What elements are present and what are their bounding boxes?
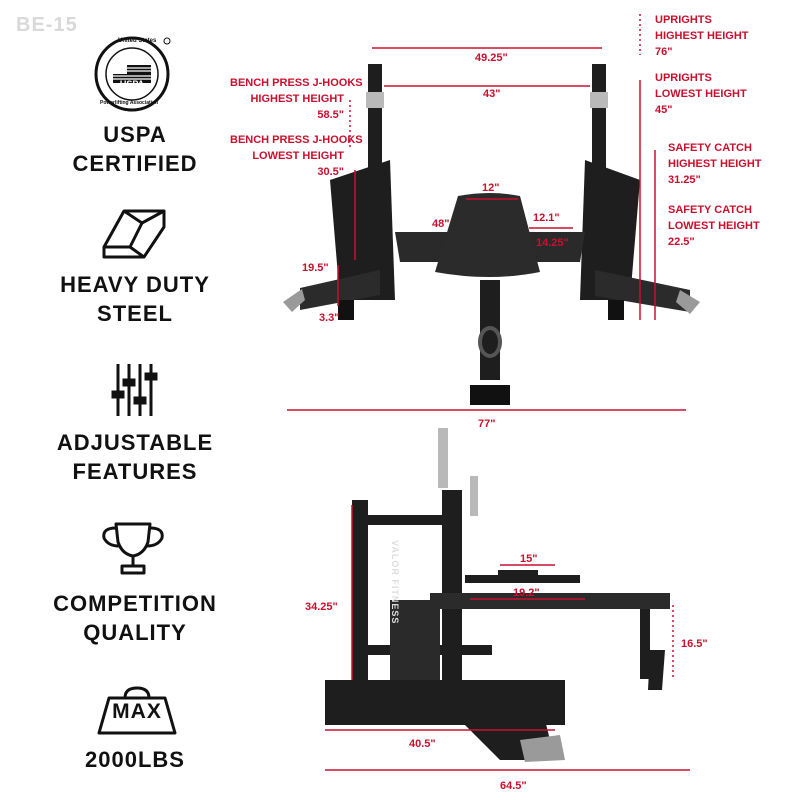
feature-line2: QUALITY — [83, 620, 187, 645]
dim-foot-width: 3.3" — [319, 312, 340, 324]
note-label: SAFETY CATCH — [668, 142, 752, 154]
note-value: 76" — [655, 46, 673, 58]
dim-catch-width: 14.25" — [536, 237, 569, 249]
note-uprights-low: UPRIGHTS LOWEST HEIGHT 45" — [655, 70, 747, 118]
trophy-icon — [100, 520, 166, 576]
feature-max-weight-label: 2000LBS — [40, 745, 230, 774]
note-catch-low: SAFETY CATCH LOWEST HEIGHT 22.5" — [668, 202, 760, 250]
feature-steel-label: HEAVY DUTY STEEL — [40, 270, 230, 328]
side-upright — [442, 490, 462, 690]
feature-line2: CERTIFIED — [72, 151, 198, 176]
note-label: BENCH PRESS J-HOOKS — [230, 77, 363, 89]
note-value: 45" — [655, 104, 673, 116]
brand-logo-vertical: VALOR FITNESS — [390, 540, 400, 625]
dim-width-inner: 43" — [483, 88, 501, 100]
note-uprights-high: UPRIGHTS HIGHEST HEIGHT 76" — [655, 12, 749, 60]
note-value: 58.5" — [317, 109, 344, 121]
note-label: UPRIGHTS — [655, 14, 712, 26]
dim-base-length: 40.5" — [409, 738, 436, 750]
dim-bench-height: 16.5" — [681, 638, 708, 650]
dim-pad-length: 48" — [432, 218, 450, 230]
steel-ingot-icon — [100, 203, 168, 261]
feature-adjustable-label: ADJUSTABLE FEATURES — [40, 428, 230, 486]
dim-foot-length: 19.5" — [302, 262, 329, 274]
feature-competition-label: COMPETITION QUALITY — [40, 589, 230, 647]
feature-line1: COMPETITION — [53, 591, 217, 616]
note-label: SAFETY CATCH — [668, 204, 752, 216]
dim-side-height: 34.25" — [305, 601, 338, 613]
note-value: 30.5" — [317, 166, 344, 178]
note-value: 22.5" — [668, 236, 695, 248]
uspa-seal-icon: USPA — [93, 35, 171, 113]
note-label: LOWEST HEIGHT — [668, 220, 760, 232]
sliders-icon — [110, 362, 160, 418]
bench-pad — [435, 193, 540, 277]
note-label: HIGHEST HEIGHT — [250, 93, 344, 105]
model-code: BE-15 — [16, 14, 78, 36]
badge-center-text: USPA — [120, 79, 145, 89]
badge-bottom-text: Powerlifting Association — [100, 100, 159, 106]
feature-uspa-label: USPA CERTIFIED — [40, 120, 230, 178]
dim-spotter-width: 19.2" — [513, 587, 540, 599]
feature-line1: HEAVY DUTY — [60, 272, 210, 297]
note-catch-high: SAFETY CATCH HIGHEST HEIGHT 31.25" — [668, 140, 762, 188]
badge-top-text: United States — [118, 38, 157, 44]
dim-side-total-length: 64.5" — [500, 780, 527, 792]
dim-spotter-depth: 15" — [520, 553, 538, 565]
feature-line1: USPA — [103, 122, 167, 147]
note-label: HIGHEST HEIGHT — [655, 30, 749, 42]
dim-pad-width: 12" — [482, 182, 500, 194]
feature-line2: FEATURES — [72, 459, 198, 484]
note-jhook-low: BENCH PRESS J-HOOKS LOWEST HEIGHT 30.5" — [230, 132, 363, 180]
dim-catch-depth: 12.1" — [533, 212, 560, 224]
kettlebell-weight-icon — [95, 684, 179, 736]
note-label: HIGHEST HEIGHT — [668, 158, 762, 170]
max-label: MAX — [112, 700, 162, 723]
dim-total-length: 77" — [478, 418, 496, 430]
note-value: 31.25" — [668, 174, 701, 186]
feature-max-value: 2000LBS — [85, 747, 185, 772]
note-label: LOWEST HEIGHT — [655, 88, 747, 100]
note-label: UPRIGHTS — [655, 72, 712, 84]
note-label: BENCH PRESS J-HOOKS — [230, 134, 363, 146]
note-label: LOWEST HEIGHT — [252, 150, 344, 162]
feature-line1: ADJUSTABLE — [56, 430, 214, 455]
note-jhook-high: BENCH PRESS J-HOOKS HIGHEST HEIGHT 58.5" — [230, 75, 363, 123]
dim-width-outer: 49.25" — [475, 52, 508, 64]
feature-line2: STEEL — [97, 301, 173, 326]
